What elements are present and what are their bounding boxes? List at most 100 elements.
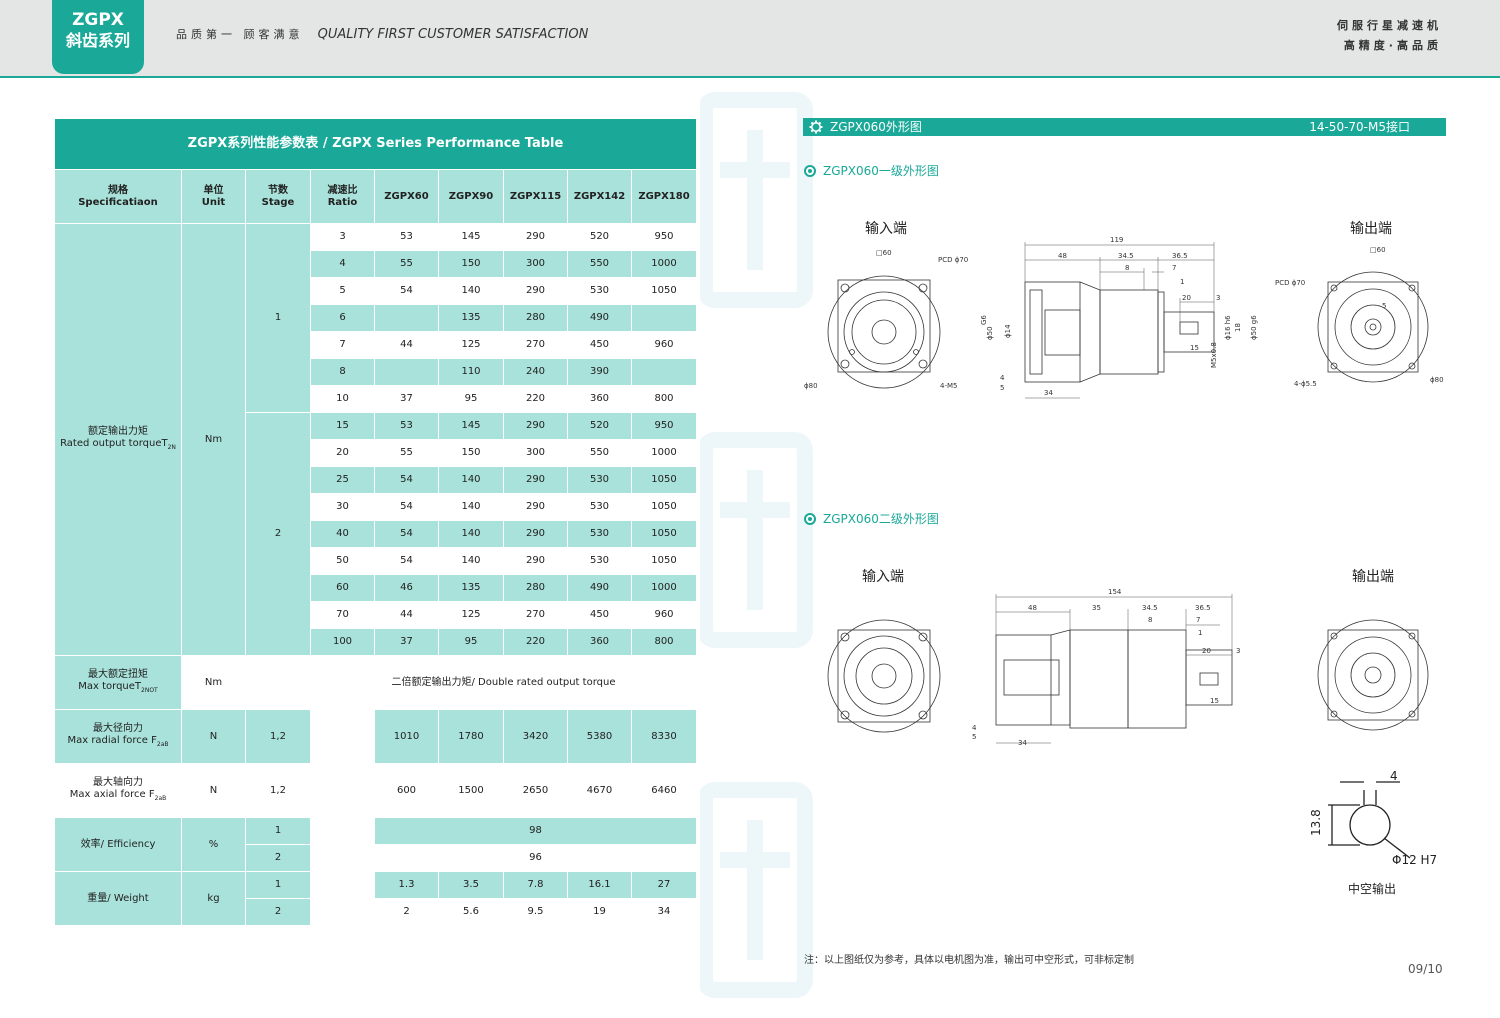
dim-4: 4 (1000, 374, 1005, 382)
bullet-icon (804, 513, 816, 525)
weight-label: 重量/ Weight (54, 871, 182, 926)
max-torque-stage (245, 655, 311, 710)
torque-value: 53 (374, 223, 439, 251)
table-title: ZGPX系列性能参数表 / ZGPX Series Performance Ta… (54, 118, 697, 170)
header-model-115: ZGPX115 (503, 169, 568, 224)
dim2-345: 34.5 (1142, 604, 1158, 612)
dim2-20: 20 (1202, 647, 1211, 655)
torque-value: 54 (374, 520, 439, 548)
torque-value: 55 (374, 439, 439, 467)
weight-value: 9.5 (503, 898, 568, 926)
ratio-cell: 30 (310, 493, 375, 521)
output-end-label-1: 输出端 (1350, 221, 1392, 237)
ratio-cell: 70 (310, 601, 375, 629)
dim2-5: 5 (972, 733, 976, 741)
stage2-outline-drawing: 154 48 35 34.5 36.5 8 7 1 20 3 15 4 5 34 (827, 588, 1429, 747)
torque-value: 360 (567, 385, 632, 413)
torque-value: 140 (438, 466, 504, 494)
watermark-shapes (697, 92, 813, 998)
header-model-180: ZGPX180 (631, 169, 697, 224)
torque-value: 53 (374, 412, 439, 440)
ratio-cell: 20 (310, 439, 375, 467)
ratio-cell: 7 (310, 331, 375, 359)
ratio-cell: 5 (310, 277, 375, 305)
tagline-1: 伺服行星减速机 (1337, 19, 1442, 32)
torque-value: 270 (503, 601, 568, 629)
axial-force-stage: 1,2 (245, 763, 311, 818)
dim2-35: 35 (1092, 604, 1101, 612)
dim2-3: 3 (1236, 647, 1240, 655)
torque-value: 290 (503, 412, 568, 440)
torque-value: 1000 (631, 574, 697, 602)
footnote: 注：以上图纸仅为参考，具体以电机图为准，输出可中空形式，可非标定制 (804, 955, 1134, 966)
hollow-output-detail: 4 13.8 Φ12 H7 (1309, 769, 1437, 867)
subtitle-stage1: ZGPX060一级外形图 (804, 162, 939, 179)
torque-value: 290 (503, 223, 568, 251)
tagline-2: 高精度·高品质 (1343, 39, 1442, 52)
dim-sq-in: □60 (876, 249, 892, 257)
torque-value: 490 (567, 574, 632, 602)
slogan-cn: 品质第一 顾客满意 (176, 28, 304, 41)
torque-value: 150 (438, 439, 504, 467)
radial-force-ratio (310, 709, 375, 764)
dim-r5: 5 (1382, 302, 1386, 310)
max-torque-unit: Nm (181, 655, 246, 710)
torque-value: 550 (567, 250, 632, 278)
dim-5: 5 (1000, 384, 1004, 392)
axial-value: 600 (374, 763, 439, 818)
torque-value: 37 (374, 628, 439, 656)
dim-d80: ϕ80 (804, 382, 818, 390)
torque-value: 290 (503, 520, 568, 548)
bullet-icon (804, 165, 816, 177)
weight-value: 7.8 (503, 871, 568, 899)
torque-value: 54 (374, 493, 439, 521)
efficiency-value-2: 96 (374, 844, 697, 872)
torque-value: 1000 (631, 250, 697, 278)
dim-3: 3 (1216, 294, 1220, 302)
dimension-lines (1024, 242, 1215, 399)
header-model-90: ZGPX90 (438, 169, 504, 224)
gear-icon (809, 120, 823, 134)
series-logo: ZGPX 斜齿系列 (52, 0, 144, 74)
torque-value: 125 (438, 601, 504, 629)
weight-value: 34 (631, 898, 697, 926)
ratio-cell: 4 (310, 250, 375, 278)
weight-value: 2 (374, 898, 439, 926)
torque-value: 300 (503, 250, 568, 278)
header-model-142: ZGPX142 (567, 169, 632, 224)
torque-value: 1000 (631, 439, 697, 467)
efficiency-unit: % (181, 817, 246, 872)
dim-8: 8 (1125, 264, 1129, 272)
torque-value: 450 (567, 601, 632, 629)
output-flange-view (1317, 271, 1429, 383)
torque-value: 960 (631, 601, 697, 629)
torque-value: 300 (503, 439, 568, 467)
weight-value: 1.3 (374, 871, 439, 899)
ratio-cell: 3 (310, 223, 375, 251)
dim2-7: 7 (1196, 616, 1200, 624)
torque-value: 1050 (631, 547, 697, 575)
dim-m5x: M5x0.8 (1210, 342, 1218, 368)
torque-value: 1050 (631, 520, 697, 548)
torque-value: 550 (567, 439, 632, 467)
ratio-cell: 15 (310, 412, 375, 440)
header-model-60: ZGPX60 (374, 169, 439, 224)
dim2-4: 4 (972, 724, 977, 732)
weight-value: 27 (631, 871, 697, 899)
dim-sq-out: □60 (1370, 246, 1386, 254)
torque-value (631, 358, 697, 386)
weight-value: 3.5 (438, 871, 504, 899)
torque-value: 1050 (631, 277, 697, 305)
torque-value: 1050 (631, 493, 697, 521)
torque-value: 530 (567, 493, 632, 521)
side-view (1024, 281, 1215, 383)
